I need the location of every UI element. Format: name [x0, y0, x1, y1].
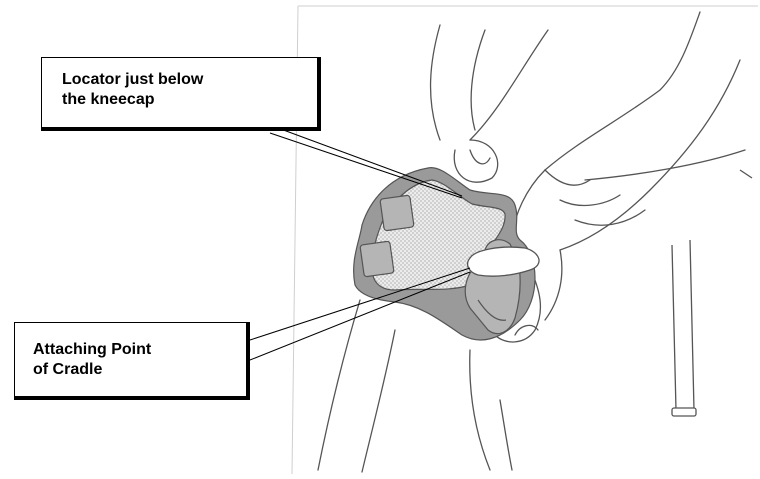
- callout-attach-line2: of Cradle: [33, 360, 236, 380]
- strap-tab-bottom: [360, 241, 394, 277]
- callout-locator-line1: Locator just below: [62, 70, 307, 90]
- callout-attaching-point-label: Attaching Point of Cradle: [14, 322, 250, 400]
- callout-attach-line1: Attaching Point: [33, 340, 236, 360]
- chair-leg: [672, 170, 752, 416]
- callout-locator-line2: the kneecap: [62, 90, 307, 110]
- strap-tab-top: [380, 195, 414, 231]
- callout-locator-label: Locator just below the kneecap: [41, 57, 321, 131]
